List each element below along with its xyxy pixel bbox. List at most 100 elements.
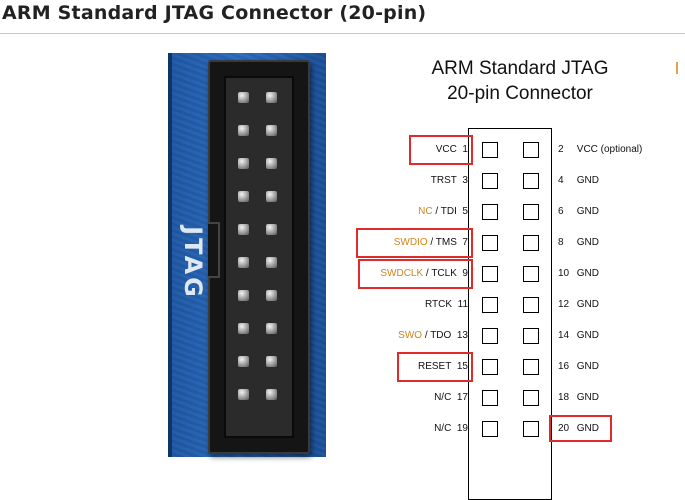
pin-separator: / (423, 268, 432, 279)
pin-square-14 (523, 328, 539, 344)
right-pin-label: 4 GND (558, 175, 599, 186)
header-pin (238, 323, 249, 334)
pin-number: 10 (558, 268, 570, 279)
pin-number: 13 (451, 330, 468, 341)
header-socket (224, 76, 294, 438)
pin-number: 16 (558, 361, 570, 372)
pin-number: 2 (558, 144, 564, 155)
header-pin (266, 257, 277, 268)
left-pin-label: RESET 15 (418, 361, 468, 372)
pin-square-15 (482, 359, 498, 375)
header-pin (266, 191, 277, 202)
pin-number: 9 (456, 268, 468, 279)
jtag-silkscreen: JTAG (178, 222, 208, 304)
highlight-pin-7 (356, 228, 473, 258)
highlight-pin-1 (409, 135, 473, 165)
right-pin-label: 6 GND (558, 206, 599, 217)
pin-signal: RESET (417, 361, 452, 372)
jtag-silkscreen-text: JTAG (179, 226, 207, 300)
pin-separator: / (422, 330, 431, 341)
pin-square-10 (523, 266, 539, 282)
highlight-pin-15 (397, 352, 473, 382)
pin-number: 18 (558, 392, 570, 403)
pin-signal: GND (574, 423, 599, 434)
header-pin (238, 92, 249, 103)
left-pin-label: TRST 3 (431, 175, 468, 186)
pin-separator: / (427, 237, 436, 248)
pin-signal: GND (574, 330, 599, 341)
pin-square-9 (482, 266, 498, 282)
pin-signal: VCC (optional) (574, 144, 643, 155)
pin-square-11 (482, 297, 498, 313)
pin-number: 6 (558, 206, 564, 217)
page-edge-mark (676, 62, 678, 74)
header-pin (266, 323, 277, 334)
pin-alt-signal: SWDIO (393, 237, 428, 248)
pin-number: 11 (452, 299, 468, 310)
header-pin (266, 158, 277, 169)
pin-number: 1 (456, 144, 468, 155)
pin-signal: TDO (430, 330, 452, 341)
pin-number: 14 (558, 330, 570, 341)
pin-number: 15 (451, 361, 468, 372)
header-pin (238, 158, 249, 169)
pin-signal: GND (574, 175, 599, 186)
pin-separator: / (432, 206, 441, 217)
header-pin (238, 389, 249, 400)
pin-square-12 (523, 297, 539, 313)
left-pin-label: RTCK 11 (425, 299, 468, 310)
pin-signal: TMS (435, 237, 457, 248)
pin-number: 7 (456, 237, 468, 248)
header-pin (238, 290, 249, 301)
header-shroud (208, 60, 310, 454)
diagram-title-line2: 20-pin Connector (447, 83, 593, 104)
left-pin-label: SWDIO / TMS 7 (394, 237, 468, 248)
left-pin-label: NC / TDI 5 (418, 206, 468, 217)
pin-number: 8 (558, 237, 564, 248)
pin-square-5 (482, 204, 498, 220)
header-pin (266, 290, 277, 301)
pin-square-8 (523, 235, 539, 251)
pin-square-7 (482, 235, 498, 251)
pin-signal: TCLK (431, 268, 457, 279)
right-pin-label: 16 GND (558, 361, 599, 372)
header-pin (266, 125, 277, 136)
pin-signal: RTCK (425, 299, 453, 310)
right-pin-label: 10 GND (558, 268, 599, 279)
highlight-pin-9 (358, 259, 473, 289)
left-pin-label: N/C 17 (434, 392, 468, 403)
pin-signal: N/C (434, 392, 452, 403)
pin-number: 12 (558, 299, 570, 310)
right-pin-label: 12 GND (558, 299, 599, 310)
pin-number: 17 (451, 392, 468, 403)
pin-number: 20 (558, 423, 570, 434)
diagram-title-line1: ARM Standard JTAG (431, 58, 609, 79)
pin-signal: GND (574, 206, 599, 217)
pin-square-2 (523, 142, 539, 158)
pin-square-17 (482, 390, 498, 406)
pin-signal: GND (574, 361, 599, 372)
right-pin-label: 18 GND (558, 392, 599, 403)
pin-number: 3 (456, 175, 468, 186)
header-pin (266, 92, 277, 103)
pin-square-18 (523, 390, 539, 406)
pin-number: 5 (456, 206, 468, 217)
right-pin-label: 14 GND (558, 330, 599, 341)
header-pin (238, 224, 249, 235)
header-pin (238, 191, 249, 202)
pin-alt-signal: SWO (398, 330, 423, 341)
left-pin-label: VCC 1 (436, 144, 468, 155)
pin-square-19 (482, 421, 498, 437)
pin-signal: GND (574, 392, 599, 403)
pin-square-3 (482, 173, 498, 189)
header-pin (266, 356, 277, 367)
pin-square-4 (523, 173, 539, 189)
pin-signal: TDI (440, 206, 457, 217)
header-pin (238, 356, 249, 367)
polarity-key (208, 222, 220, 278)
header-pin (238, 125, 249, 136)
right-pin-label: 8 GND (558, 237, 599, 248)
right-pin-label: 2 VCC (optional) (558, 144, 642, 155)
page-heading: ARM Standard JTAG Connector (20-pin) (2, 2, 427, 24)
connector-outline (468, 128, 552, 500)
